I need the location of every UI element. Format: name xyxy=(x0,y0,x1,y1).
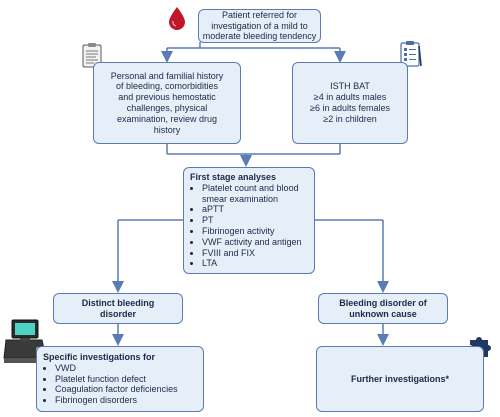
specific-item: Fibrinogen disorders xyxy=(55,395,199,406)
isth-bat-box: ISTH BAT ≥4 in adults males ≥6 in adults… xyxy=(292,62,408,144)
history-box: Personal and familial history of bleedin… xyxy=(93,62,241,144)
first-stage-item: aPTT xyxy=(202,204,310,215)
history-line-2: of bleeding, comorbidities xyxy=(115,81,219,92)
first-stage-title: First stage analyses xyxy=(190,172,277,182)
first-stage-item: LTA xyxy=(202,258,310,269)
specific-investigations-box: Specific investigations for VWD Platelet… xyxy=(36,346,204,412)
first-stage-list: Platelet count and blood smear examinati… xyxy=(190,183,310,269)
further-investigations-box: Further investigations* xyxy=(316,346,484,412)
blood-drop-icon xyxy=(169,7,185,30)
first-stage-item: Fibrinogen activity xyxy=(202,226,310,237)
first-stage-item: Platelet count and blood smear examinati… xyxy=(202,183,310,205)
referral-line-3: moderate bleeding tendency xyxy=(202,31,317,42)
unknown-line-1: Bleeding disorder of xyxy=(339,297,427,308)
distinct-line-2: disorder xyxy=(99,308,136,319)
first-stage-item: VWF activity and antigen xyxy=(202,237,310,248)
unknown-line-2: unknown cause xyxy=(349,308,417,319)
referral-box: Patient referred for investigation of a … xyxy=(198,9,321,43)
isth-line-2: ≥4 in adults males xyxy=(313,92,387,103)
specific-item: VWD xyxy=(55,363,199,374)
specific-item: Coagulation factor deficiencies xyxy=(55,384,199,395)
isth-line-1: ISTH BAT xyxy=(330,81,370,92)
specific-list: VWD Platelet function defect Coagulation… xyxy=(43,363,199,406)
history-line-6: history xyxy=(153,124,181,135)
lab-analyzer-icon xyxy=(3,319,47,363)
clipboard-icon xyxy=(82,43,102,68)
history-line-3: and previous hemostatic xyxy=(118,92,216,103)
isth-line-3: ≥6 in adults females xyxy=(310,103,390,113)
referral-line-2: investigation of a mild to xyxy=(211,20,308,31)
history-line-1: Personal and familial history xyxy=(110,70,224,81)
referral-line-1: Patient referred for xyxy=(221,9,298,20)
isth-line-4: ≥2 in children xyxy=(323,113,377,124)
first-stage-box: First stage analyses Platelet count and … xyxy=(183,167,315,274)
first-stage-item: PT xyxy=(202,215,310,226)
specific-item: Platelet function defect xyxy=(55,374,199,385)
history-line-5: examination, review drug xyxy=(116,113,218,124)
history-line-4: challenges, physical xyxy=(126,103,208,113)
specific-title: Specific investigations for xyxy=(43,352,156,362)
first-stage-item: FVIII and FIX xyxy=(202,248,310,259)
checklist-clipboard-icon xyxy=(400,41,422,67)
distinct-line-1: Distinct bleeding xyxy=(81,297,155,308)
distinct-disorder-box: Distinct bleeding disorder xyxy=(53,293,183,324)
unknown-cause-box: Bleeding disorder of unknown cause xyxy=(318,293,448,324)
further-label: Further investigations* xyxy=(350,373,449,384)
